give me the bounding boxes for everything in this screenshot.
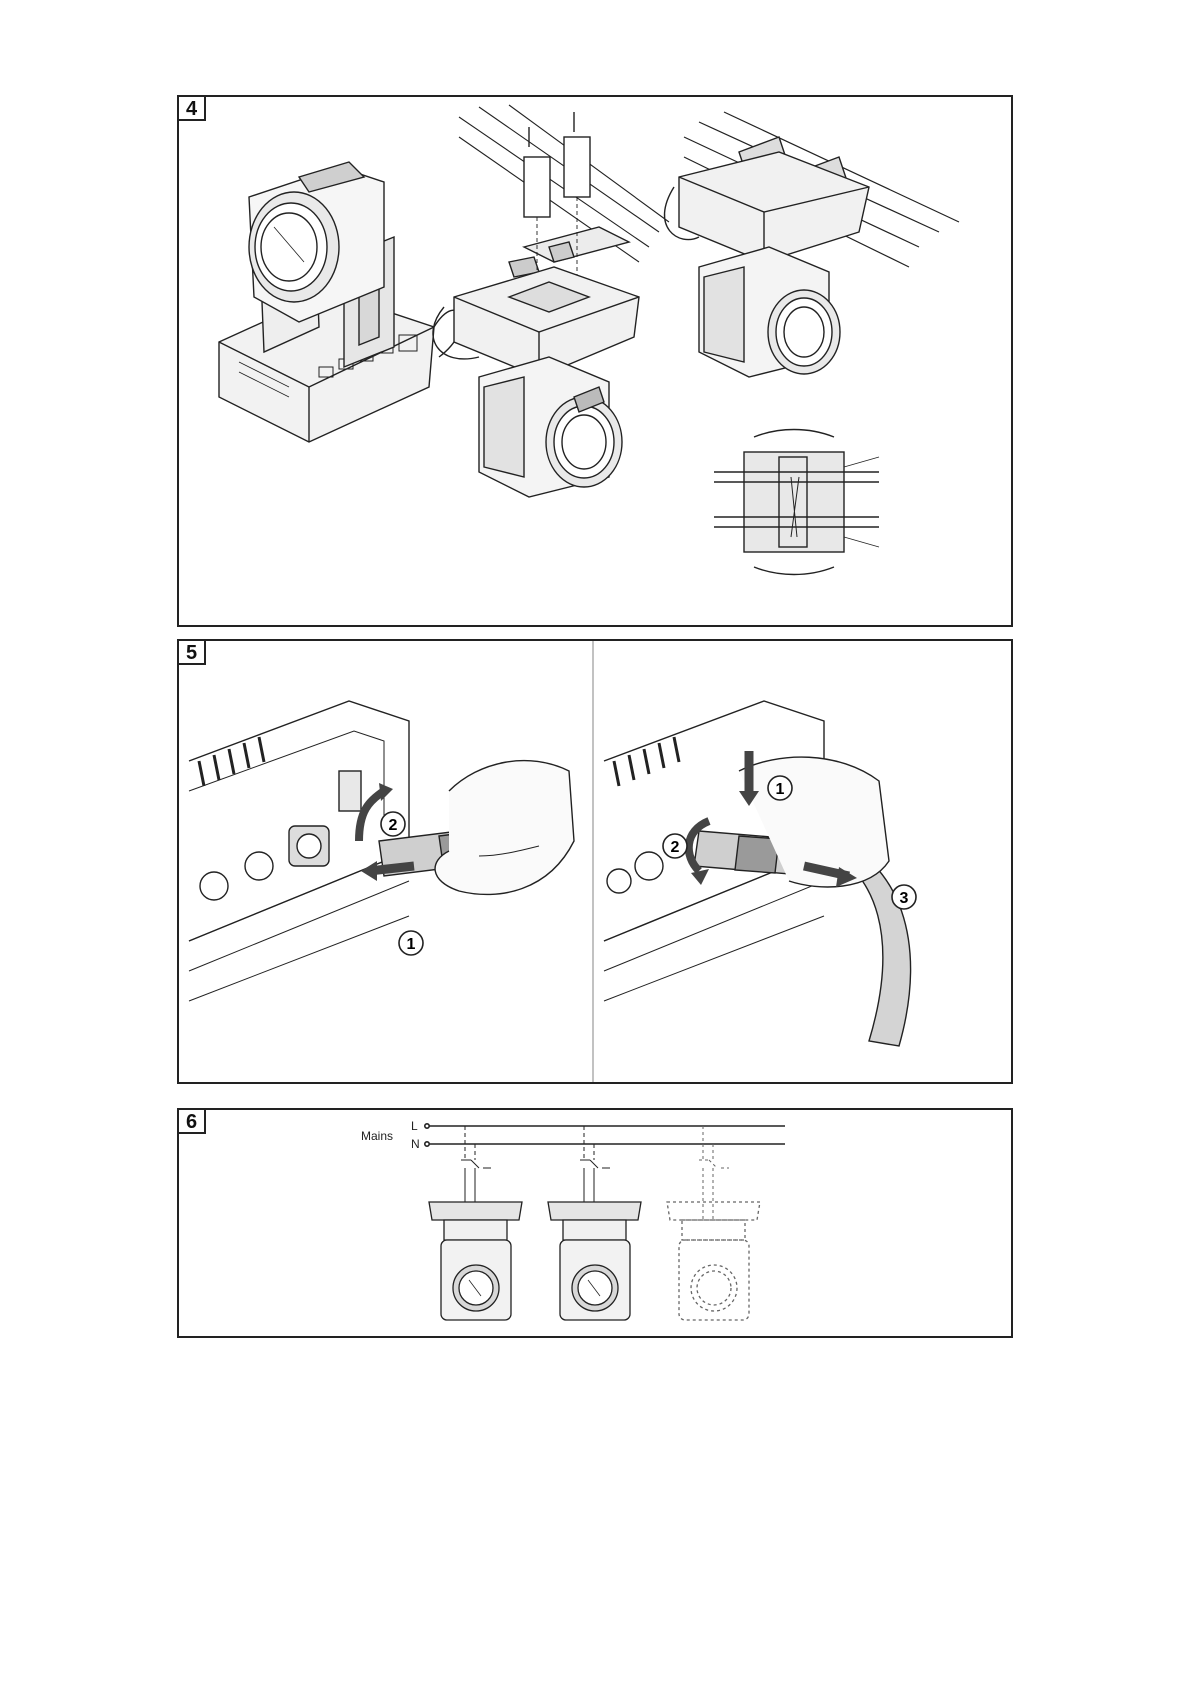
moving-head-standing	[219, 162, 462, 442]
mains-lines	[425, 1124, 785, 1146]
figure-6-wiring-diagram: Mains L N	[179, 1110, 1011, 1336]
step-label: 2	[671, 839, 680, 856]
line-n-label: N	[411, 1137, 420, 1151]
connector-insert-view	[189, 701, 574, 1001]
mounted-on-truss	[664, 112, 959, 377]
figure-4-panel: 4	[177, 95, 1013, 627]
step-label: 1	[407, 936, 416, 953]
step-label: 2	[389, 817, 398, 834]
step-label: 1	[776, 781, 785, 798]
figure-5-illustration: 2 1 1 2 3	[179, 641, 1011, 1082]
figure-5-panel: 5	[177, 639, 1013, 1084]
top-view-inset	[714, 430, 879, 575]
line-l-label: L	[411, 1119, 418, 1133]
fixture-unit-optional	[667, 1126, 760, 1320]
mains-label: Mains	[361, 1129, 393, 1143]
fixture-unit	[429, 1126, 522, 1320]
fixture-units	[429, 1126, 760, 1320]
clamp-bracket-exploded	[433, 105, 669, 497]
fixture-unit	[548, 1126, 641, 1320]
connector-release-view	[604, 701, 911, 1046]
figure-6-panel: 6 Mains L N	[177, 1108, 1013, 1338]
step-label: 3	[900, 890, 909, 907]
figure-4-illustration	[179, 97, 1011, 625]
